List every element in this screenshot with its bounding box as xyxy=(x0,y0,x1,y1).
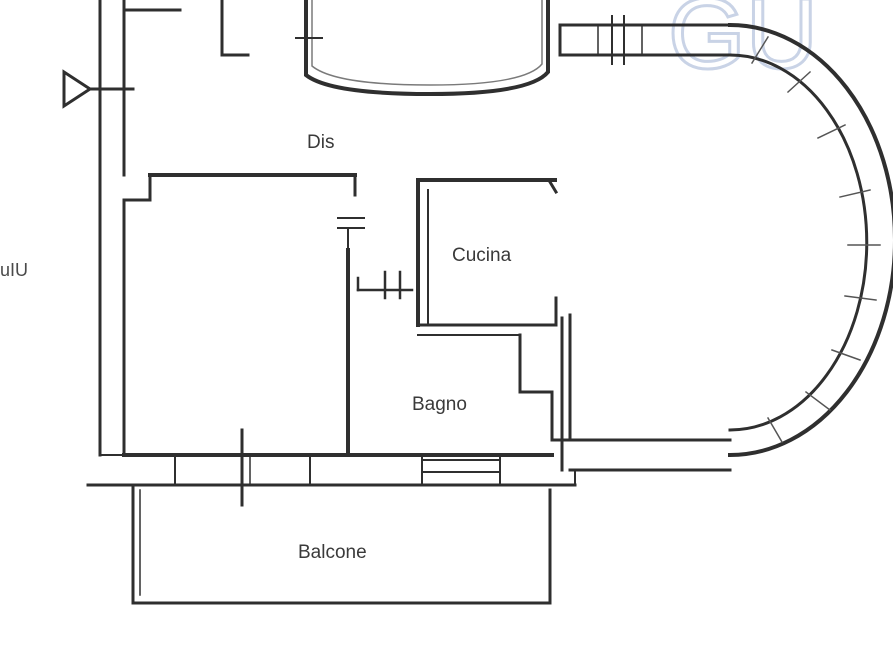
south-wall xyxy=(86,428,577,507)
bedroom-wall xyxy=(122,173,365,457)
bathroom-wall xyxy=(518,316,572,472)
living-bottom-wall xyxy=(568,313,732,472)
bathroom-door xyxy=(356,270,414,300)
hall-label: Dis xyxy=(307,132,334,153)
top-left-room-wall xyxy=(122,0,250,57)
bathroom-label: Bagno xyxy=(412,394,467,415)
top-bay-wall xyxy=(295,0,550,97)
left-exterior-wall xyxy=(98,0,126,457)
side-edge-text: uIU xyxy=(0,260,28,280)
kitchen-wall xyxy=(416,178,559,336)
entrance-triangle-icon xyxy=(62,69,135,109)
balcony-label: Balcone xyxy=(298,542,367,563)
curved-exterior-wall xyxy=(727,22,893,458)
kitchen-label: Cucina xyxy=(452,245,512,266)
top-right-wall xyxy=(558,15,732,65)
balcony-outline xyxy=(131,483,552,605)
